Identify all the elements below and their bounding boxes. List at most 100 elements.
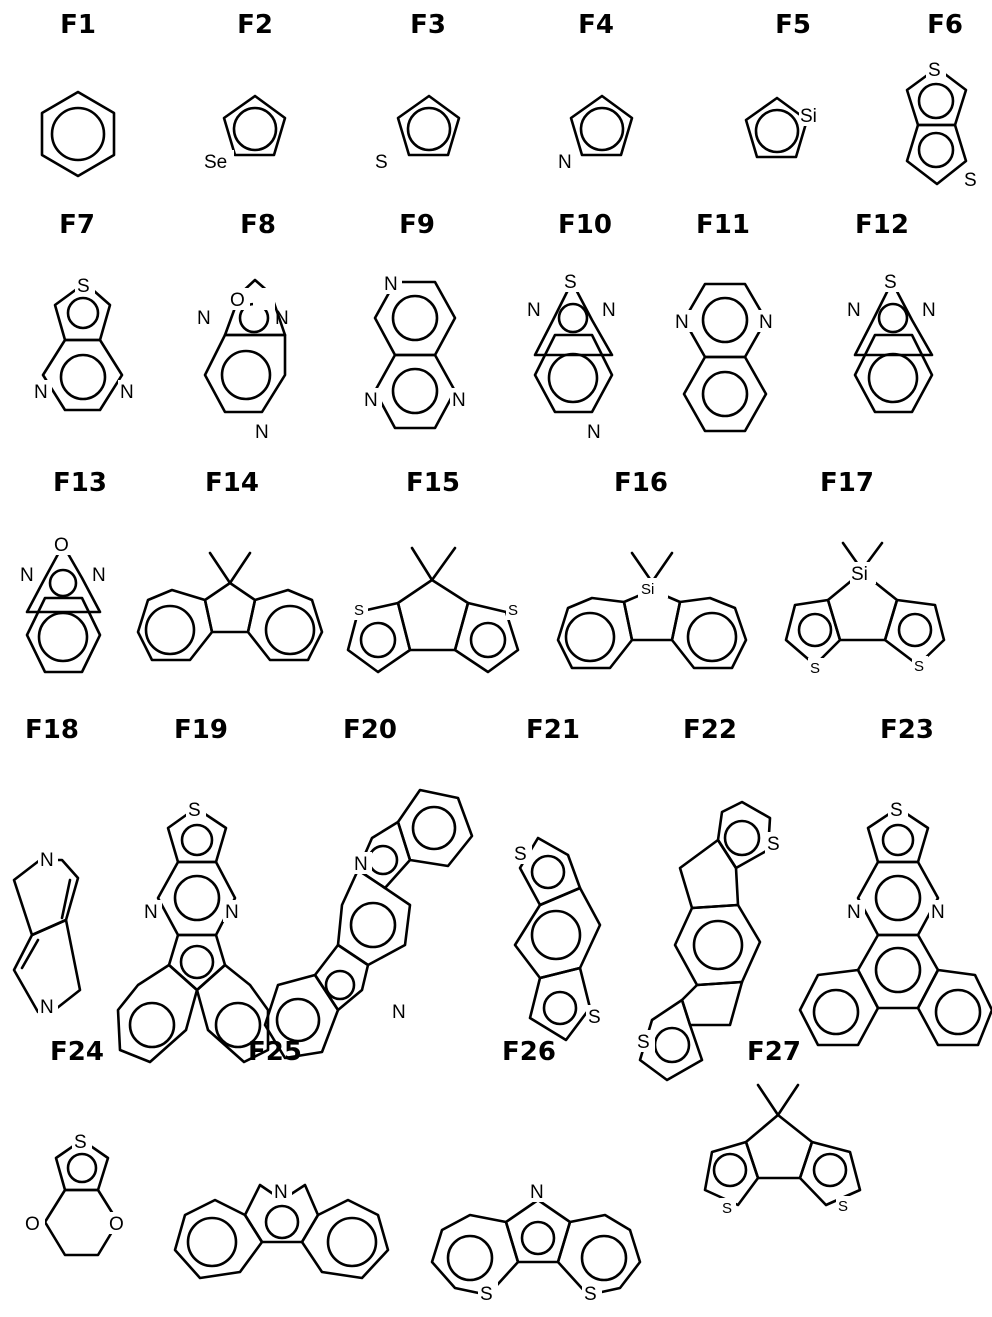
atom-s: S (74, 1132, 87, 1153)
structure-f27: S S (703, 1083, 862, 1218)
atom-n: N (675, 312, 689, 333)
atom-n: N (20, 565, 34, 586)
structure-f19: S N N (116, 798, 270, 1064)
label-f9: F9 (399, 210, 435, 240)
structure-f17: Si S S (784, 541, 946, 678)
atom-se: Se (204, 152, 227, 173)
atom-n: N (602, 300, 616, 321)
structure-f12: S N N (845, 270, 940, 414)
atom-n: N (931, 902, 945, 923)
atom-n: N (558, 152, 572, 173)
atom-n: N (197, 308, 211, 329)
atom-s: S (588, 1007, 601, 1028)
label-f1: F1 (60, 10, 96, 40)
structure-f13: O N N (18, 533, 110, 674)
structure-f3: S (374, 94, 461, 173)
structure-f2: Se (204, 94, 287, 173)
label-f27: F27 (747, 1037, 801, 1067)
structure-f11: N N (673, 282, 777, 433)
atom-s: S (810, 660, 820, 677)
atom-n: N (275, 308, 289, 329)
structure-f6: S S (905, 58, 982, 191)
structure-f10: S N N N (525, 270, 620, 443)
structure-f4: N (557, 94, 634, 173)
structure-f1 (40, 90, 116, 178)
atom-s: S (722, 1200, 732, 1217)
structure-f7: S N N (32, 274, 138, 412)
label-f26: F26 (502, 1037, 556, 1067)
atom-s: S (564, 272, 577, 293)
label-f5: F5 (775, 10, 811, 40)
label-f11: F11 (696, 210, 750, 240)
atom-n: N (847, 300, 861, 321)
atom-s: S (964, 170, 977, 191)
atom-n: N (40, 850, 54, 871)
structure-f20: N N (263, 788, 474, 1060)
atom-s: S (767, 834, 780, 855)
atom-si: Si (800, 106, 817, 127)
structure-f24: S O O (23, 1130, 129, 1257)
atom-n: N (274, 1182, 288, 1203)
label-f4: F4 (578, 10, 614, 40)
atom-n: N (40, 997, 54, 1018)
label-f15: F15 (406, 468, 460, 498)
atom-s: S (884, 272, 897, 293)
structure-f22: S S (635, 800, 785, 1082)
label-f24: F24 (50, 1037, 104, 1067)
atom-s: S (928, 60, 941, 81)
structure-f5: Si (744, 96, 825, 159)
label-f16: F16 (614, 468, 668, 498)
label-f12: F12 (855, 210, 909, 240)
label-f22: F22 (683, 715, 737, 745)
atom-o: O (54, 535, 69, 556)
atom-si: Si (851, 564, 868, 585)
atom-s: S (188, 800, 201, 821)
atom-s: S (508, 602, 518, 619)
atom-n: N (144, 902, 158, 923)
label-f19: F19 (174, 715, 228, 745)
atom-s: S (838, 1198, 848, 1215)
atom-n: N (530, 1182, 544, 1203)
atom-n: N (922, 300, 936, 321)
structure-f15: S S (346, 546, 522, 674)
label-f8: F8 (240, 210, 276, 240)
label-f23: F23 (880, 715, 934, 745)
atom-n: N (392, 1002, 406, 1023)
atom-n: N (527, 300, 541, 321)
label-f21: F21 (526, 715, 580, 745)
label-f7: F7 (59, 210, 95, 240)
label-f2: F2 (237, 10, 273, 40)
atom-s: S (637, 1032, 650, 1053)
atom-s: S (514, 844, 527, 865)
structure-f21: S S (512, 836, 606, 1042)
atom-o: O (25, 1214, 40, 1235)
atom-o: O (109, 1214, 124, 1235)
structure-f16: Si (556, 551, 748, 670)
label-f20: F20 (343, 715, 397, 745)
label-f17: F17 (820, 468, 874, 498)
atom-s: S (375, 152, 388, 173)
atom-n: N (255, 422, 269, 443)
atom-n: N (587, 422, 601, 443)
structure-f18: N N (12, 848, 82, 1018)
atom-n: N (384, 274, 398, 295)
label-f6: F6 (927, 10, 963, 40)
atom-n: N (225, 902, 239, 923)
label-f3: F3 (410, 10, 446, 40)
atom-n: N (120, 382, 134, 403)
atom-n: N (364, 390, 378, 411)
atom-s: S (584, 1284, 597, 1305)
atom-n: N (452, 390, 466, 411)
atom-n: N (92, 565, 106, 586)
atom-n: N (354, 854, 368, 875)
atom-o: O (230, 290, 245, 311)
label-f14: F14 (205, 468, 259, 498)
atom-s: S (914, 658, 924, 675)
structure-f23: S N N (798, 798, 992, 1047)
atom-s: S (480, 1284, 493, 1305)
atom-si: Si (641, 581, 654, 598)
atom-s: S (77, 276, 90, 297)
structure-f8: O N N N (197, 278, 289, 443)
